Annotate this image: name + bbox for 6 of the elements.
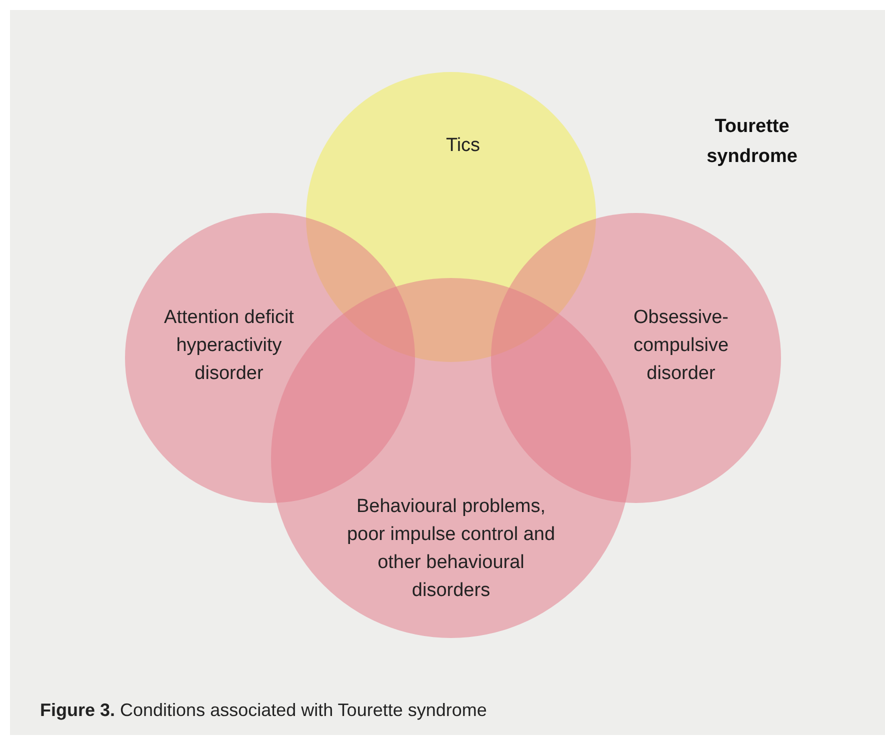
circle-label: Tics	[444, 134, 482, 158]
circle-label: Behavioural problems, poor impulse control and other behavioural disorders	[346, 495, 556, 603]
circle-label: Obsessive-compulsive disorder	[632, 306, 730, 386]
circle-label: Attention deficit hyperactivity disorder	[163, 306, 295, 386]
diagram-title: Tourette syndrome	[706, 115, 798, 169]
figure-caption: Figure 3. Conditions associated with Tourette syndrome	[40, 699, 487, 722]
